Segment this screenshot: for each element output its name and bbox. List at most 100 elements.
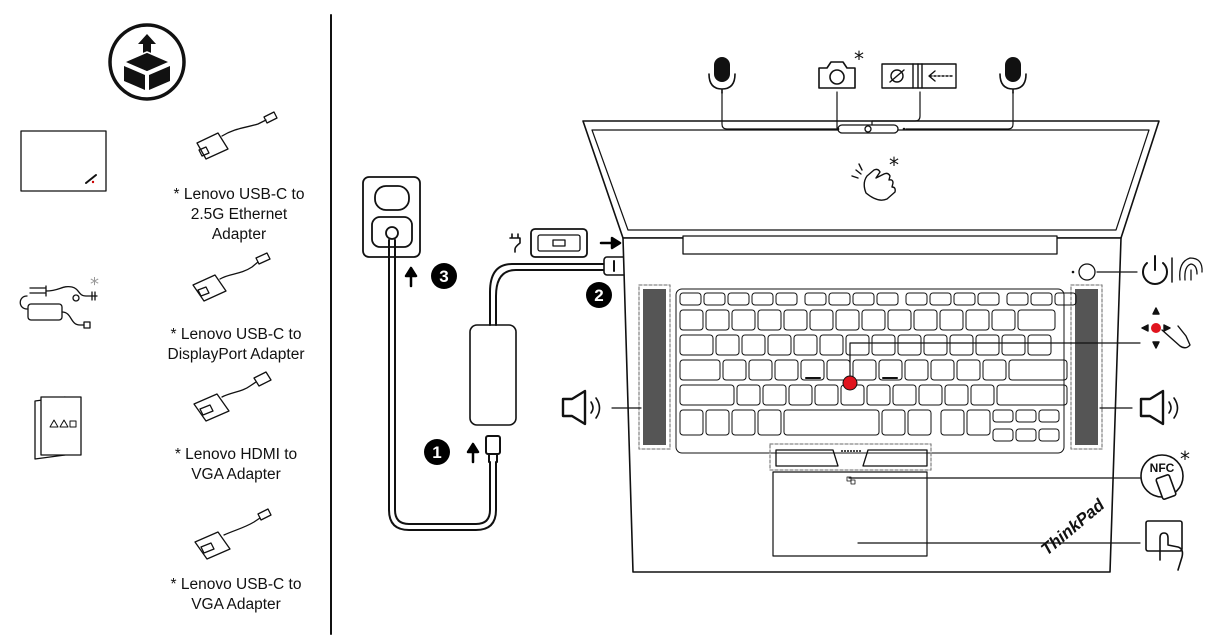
keyboard-key[interactable] [715, 334, 740, 356]
keyboard-key[interactable] [930, 359, 955, 381]
nfc-icon: NFC * [1140, 447, 1190, 500]
keyboard-key[interactable] [722, 359, 747, 381]
keyboard-key[interactable] [852, 359, 877, 381]
keyboard-key[interactable] [949, 334, 974, 356]
keyboard-key[interactable] [800, 359, 825, 381]
keyboard-key[interactable] [904, 359, 929, 381]
keyboard-key[interactable] [741, 334, 766, 356]
keyboard-key[interactable] [679, 309, 704, 331]
left-speaker [638, 284, 671, 450]
middle-button-dots [841, 450, 861, 452]
power-cable [388, 239, 629, 531]
keyboard-key[interactable] [940, 409, 965, 436]
keyboard-key[interactable] [679, 334, 714, 356]
keyboard-key[interactable] [871, 334, 896, 356]
keyboard-key[interactable] [727, 292, 750, 306]
keyboard-key[interactable] [775, 292, 798, 306]
keyboard-key[interactable] [762, 384, 787, 406]
keyboard-key[interactable] [788, 384, 813, 406]
keyboard-key[interactable] [731, 309, 756, 331]
keyboard-key[interactable] [852, 292, 875, 306]
keyboard-key[interactable] [907, 409, 932, 436]
keyboard-key[interactable] [956, 359, 981, 381]
keyboard-key[interactable] [944, 384, 969, 406]
keyboard-key[interactable] [1008, 359, 1068, 381]
keyboard-key[interactable] [1017, 309, 1056, 331]
keyboard-key[interactable] [767, 334, 792, 356]
optional-mark: * [1180, 447, 1190, 471]
keyboard-key[interactable] [929, 292, 952, 306]
keyboard-key[interactable] [1015, 428, 1037, 442]
keyboard-key[interactable] [977, 292, 1000, 306]
keyboard-key[interactable] [878, 359, 903, 381]
keyboard-key[interactable] [887, 309, 912, 331]
keyboard-key[interactable] [982, 359, 1007, 381]
keyboard-key[interactable] [679, 359, 721, 381]
keyboard-key[interactable] [905, 292, 928, 306]
left-click-button[interactable] [775, 449, 839, 467]
keyboard-key[interactable] [731, 409, 756, 436]
step-3-marker: 3 [404, 263, 457, 289]
keyboard-key[interactable] [705, 309, 730, 331]
keyboard-key[interactable] [1027, 334, 1052, 356]
keyboard-key[interactable] [913, 309, 938, 331]
keyboard-key[interactable] [992, 409, 1014, 423]
keyboard-key[interactable] [881, 409, 906, 436]
keyboard-key[interactable] [774, 359, 799, 381]
keyboard-key[interactable] [1054, 292, 1077, 306]
keyboard-key[interactable] [965, 309, 990, 331]
keyboard-key[interactable] [814, 384, 839, 406]
keyboard-key[interactable] [975, 334, 1000, 356]
keyboard-key[interactable] [992, 428, 1014, 442]
hinge [682, 235, 1058, 255]
keyboard-key[interactable] [923, 334, 948, 356]
caption-displayport-adapter: * Lenovo USB-C to DisplayPort Adapter [167, 326, 305, 363]
keyboard-key[interactable] [897, 334, 922, 356]
keyboard-key[interactable] [1001, 334, 1026, 356]
keyboard-key[interactable] [876, 292, 899, 306]
keyboard-key[interactable] [748, 359, 773, 381]
keyboard-key[interactable] [809, 309, 834, 331]
camera-lens [864, 125, 872, 133]
laptop-lid-icon [20, 130, 107, 192]
keyboard-key[interactable] [953, 292, 976, 306]
keyboard-key[interactable] [991, 309, 1016, 331]
wall-outlet-icon [362, 176, 421, 258]
keyboard-key[interactable] [835, 309, 860, 331]
keyboard-key[interactable] [757, 309, 782, 331]
keyboard-key[interactable] [861, 309, 886, 331]
keyboard-key[interactable] [1038, 409, 1060, 423]
keyboard-key[interactable] [996, 384, 1068, 406]
keyboard-key[interactable] [1006, 292, 1029, 306]
keyboard-key[interactable] [1030, 292, 1053, 306]
keyboard-key[interactable] [736, 384, 761, 406]
keyboard-key[interactable] [703, 292, 726, 306]
keyboard-key[interactable] [783, 409, 880, 436]
keyboard-key[interactable] [918, 384, 943, 406]
keyboard [675, 288, 1077, 454]
keyboard-key[interactable] [757, 409, 782, 436]
keyboard-key[interactable] [679, 409, 704, 436]
touchpad[interactable] [772, 471, 928, 557]
keyboard-key[interactable] [970, 384, 995, 406]
keyboard-key[interactable] [845, 334, 870, 356]
keyboard-key[interactable] [793, 334, 818, 356]
keyboard-key[interactable] [679, 384, 735, 406]
keyboard-key[interactable] [705, 409, 730, 436]
keyboard-key[interactable] [751, 292, 774, 306]
keyboard-key[interactable] [828, 292, 851, 306]
keyboard-key[interactable] [679, 292, 702, 306]
trackpoint[interactable] [842, 375, 858, 391]
keyboard-key[interactable] [819, 334, 844, 356]
keyboard-key[interactable] [939, 309, 964, 331]
keyboard-key[interactable] [1015, 409, 1037, 423]
keyboard-key[interactable] [1038, 428, 1060, 442]
keyboard-key[interactable] [783, 309, 808, 331]
keyboard-key[interactable] [892, 384, 917, 406]
keyboard-key[interactable] [866, 384, 891, 406]
keyboard-key[interactable] [804, 292, 827, 306]
right-click-button[interactable] [862, 449, 928, 467]
power-button[interactable] [1078, 263, 1096, 281]
keyboard-key[interactable] [966, 409, 991, 436]
